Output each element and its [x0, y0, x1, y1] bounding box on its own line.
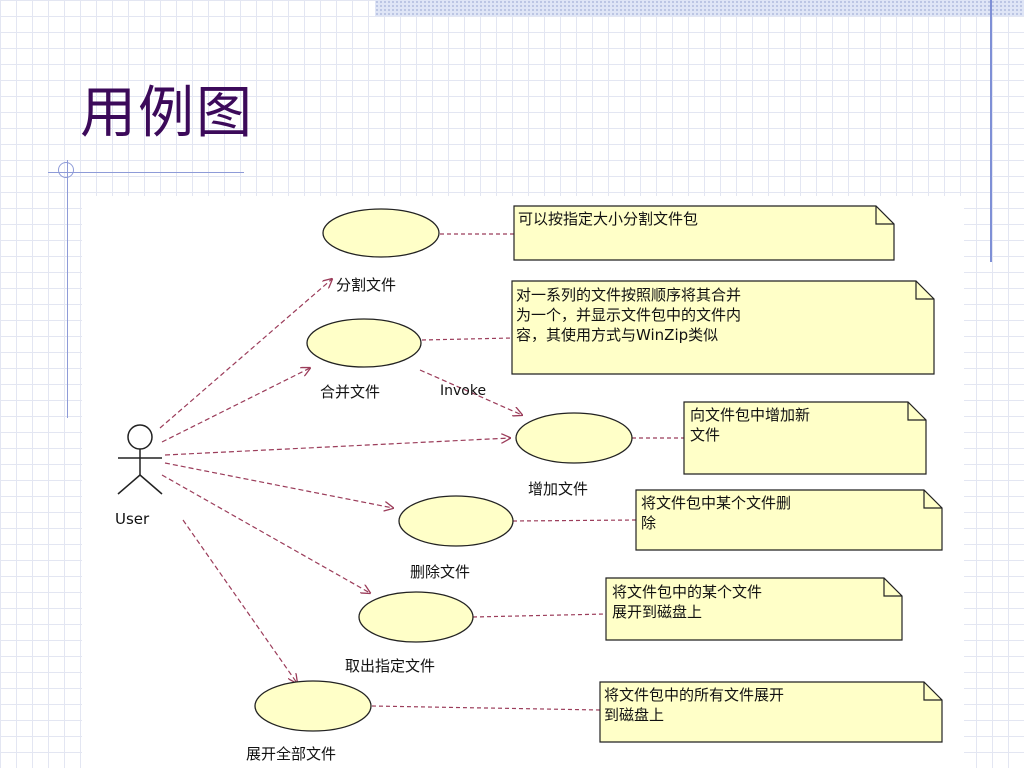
use-case-expand: 展开全部文件 [246, 680, 372, 763]
note-text: 向文件包中增加新 文件 [690, 406, 815, 444]
note-delete: 将文件包中某个文件删 除 [635, 489, 943, 551]
actor-right-leg [139, 474, 163, 495]
note-shape [599, 681, 943, 743]
actor-left-leg [117, 474, 141, 495]
note-split: 可以按指定大小分割文件包 [513, 205, 895, 261]
note-shape [683, 401, 927, 475]
use-case-delete: 删除文件 [398, 495, 514, 581]
use-case-ellipse [322, 208, 440, 258]
note-fold [907, 402, 926, 421]
left-decor-rule [67, 160, 68, 418]
use-case-merge: 合并文件 [306, 318, 422, 401]
use-case-label: 合并文件 [320, 383, 380, 401]
use-case-label: 增加文件 [528, 480, 588, 498]
note-add: 向文件包中增加新 文件 [683, 401, 927, 475]
note-shape [513, 205, 895, 261]
note-line: 除 [641, 514, 656, 532]
note-shape [511, 280, 935, 375]
association-split [159, 279, 332, 429]
use-case-label: 删除文件 [410, 563, 470, 581]
note-link-extract [472, 613, 607, 618]
note-fold [883, 578, 902, 597]
note-line: 将文件包中某个文件删 [641, 494, 791, 512]
slide-title: 用例图 [80, 81, 254, 146]
use-case-label: 分割文件 [336, 276, 396, 294]
title-underline [48, 172, 244, 173]
relation-invoke-line [419, 369, 522, 415]
actor-user [117, 424, 163, 495]
note-line: 可以按指定大小分割文件包 [518, 210, 698, 228]
note-link-expand [371, 705, 601, 711]
note-text: 将文件包中的某个文件 展开到磁盘上 [612, 583, 767, 621]
note-line: 文件 [690, 426, 720, 444]
note-line: 为一个，并显示文件包中的文件内 [516, 306, 741, 324]
association-add [164, 438, 510, 456]
use-case-label: 取出指定文件 [345, 657, 435, 675]
note-expand: 将文件包中的所有文件展开 到磁盘上 [599, 681, 943, 743]
use-case-ellipse [398, 495, 514, 547]
use-case-ellipse [515, 412, 633, 464]
note-text: 将文件包中某个文件删 除 [641, 494, 796, 532]
relation-invoke-label: Invoke [440, 383, 486, 399]
note-extract: 将文件包中的某个文件 展开到磁盘上 [605, 577, 903, 641]
note-line: 到磁盘上 [604, 706, 664, 724]
note-fold [923, 490, 942, 509]
note-line: 展开到磁盘上 [612, 603, 702, 621]
note-links [371, 233, 684, 711]
use-case-ellipse [306, 318, 422, 368]
note-line: 容，其使用方式与WinZip类似 [516, 326, 718, 344]
note-text: 可以按指定大小分割文件包 [518, 210, 698, 228]
use-case-split: 分割文件 [322, 208, 440, 294]
association-expand [182, 519, 297, 683]
right-decor-rule [990, 0, 992, 262]
association-delete [164, 462, 393, 508]
note-link-merge [421, 337, 513, 341]
note-fold [915, 281, 934, 300]
use-case-extract: 取出指定文件 [345, 591, 474, 675]
note-fold [875, 206, 894, 225]
use-case-ellipse [254, 680, 372, 732]
note-line: 将文件包中的所有文件展开 [604, 686, 784, 704]
use-case-ellipse [358, 591, 474, 643]
title-circle-mark [58, 162, 74, 178]
note-text: 将文件包中的所有文件展开 到磁盘上 [604, 686, 789, 724]
actor-label: User [115, 510, 150, 528]
note-text: 对一系列的文件按照顺序将其合并 为一个，并显示文件包中的文件内 容，其使用方式与… [516, 286, 746, 344]
note-merge: 对一系列的文件按照顺序将其合并 为一个，并显示文件包中的文件内 容，其使用方式与… [511, 280, 935, 375]
use-case-add: 增加文件 [515, 412, 633, 498]
note-shape [605, 577, 903, 641]
associations [159, 279, 522, 683]
note-fold [923, 682, 942, 701]
actor-head [127, 424, 153, 450]
association-merge [161, 368, 310, 443]
note-line: 将文件包中的某个文件 [612, 583, 762, 601]
note-line: 向文件包中增加新 [690, 406, 810, 424]
note-shape [635, 489, 943, 551]
top-decor-band [375, 0, 1024, 16]
use-case-label: 展开全部文件 [246, 745, 336, 763]
note-line: 对一系列的文件按照顺序将其合并 [516, 286, 741, 304]
